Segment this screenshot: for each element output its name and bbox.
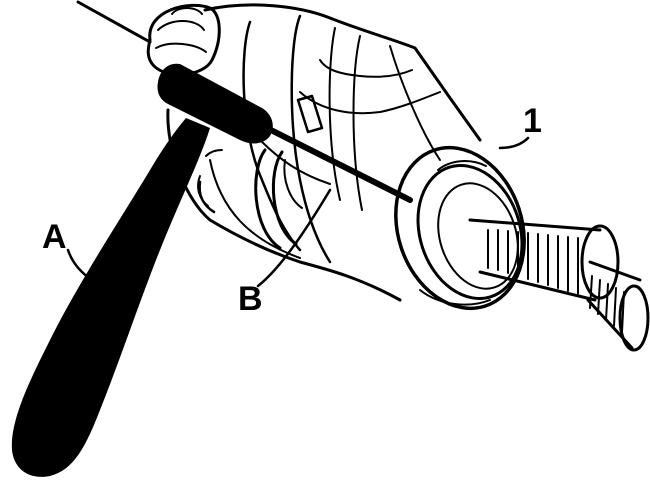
leader-line-b [256,188,332,288]
boot-small-end [146,3,221,77]
hammer-drift-line [252,119,413,203]
wire-line [76,0,152,44]
callout-1: 1 [523,102,542,140]
hammer-head [157,63,273,144]
leader-line-1 [498,136,530,150]
callout-b: B [238,280,263,318]
outer-race-flange [394,145,526,311]
callout-a: A [42,218,67,256]
hammer-handle [11,118,210,477]
boot-clamp-band [254,148,303,250]
splined-shaft [468,218,650,352]
leader-line-a [66,248,94,282]
cv-boot-body [166,3,482,302]
